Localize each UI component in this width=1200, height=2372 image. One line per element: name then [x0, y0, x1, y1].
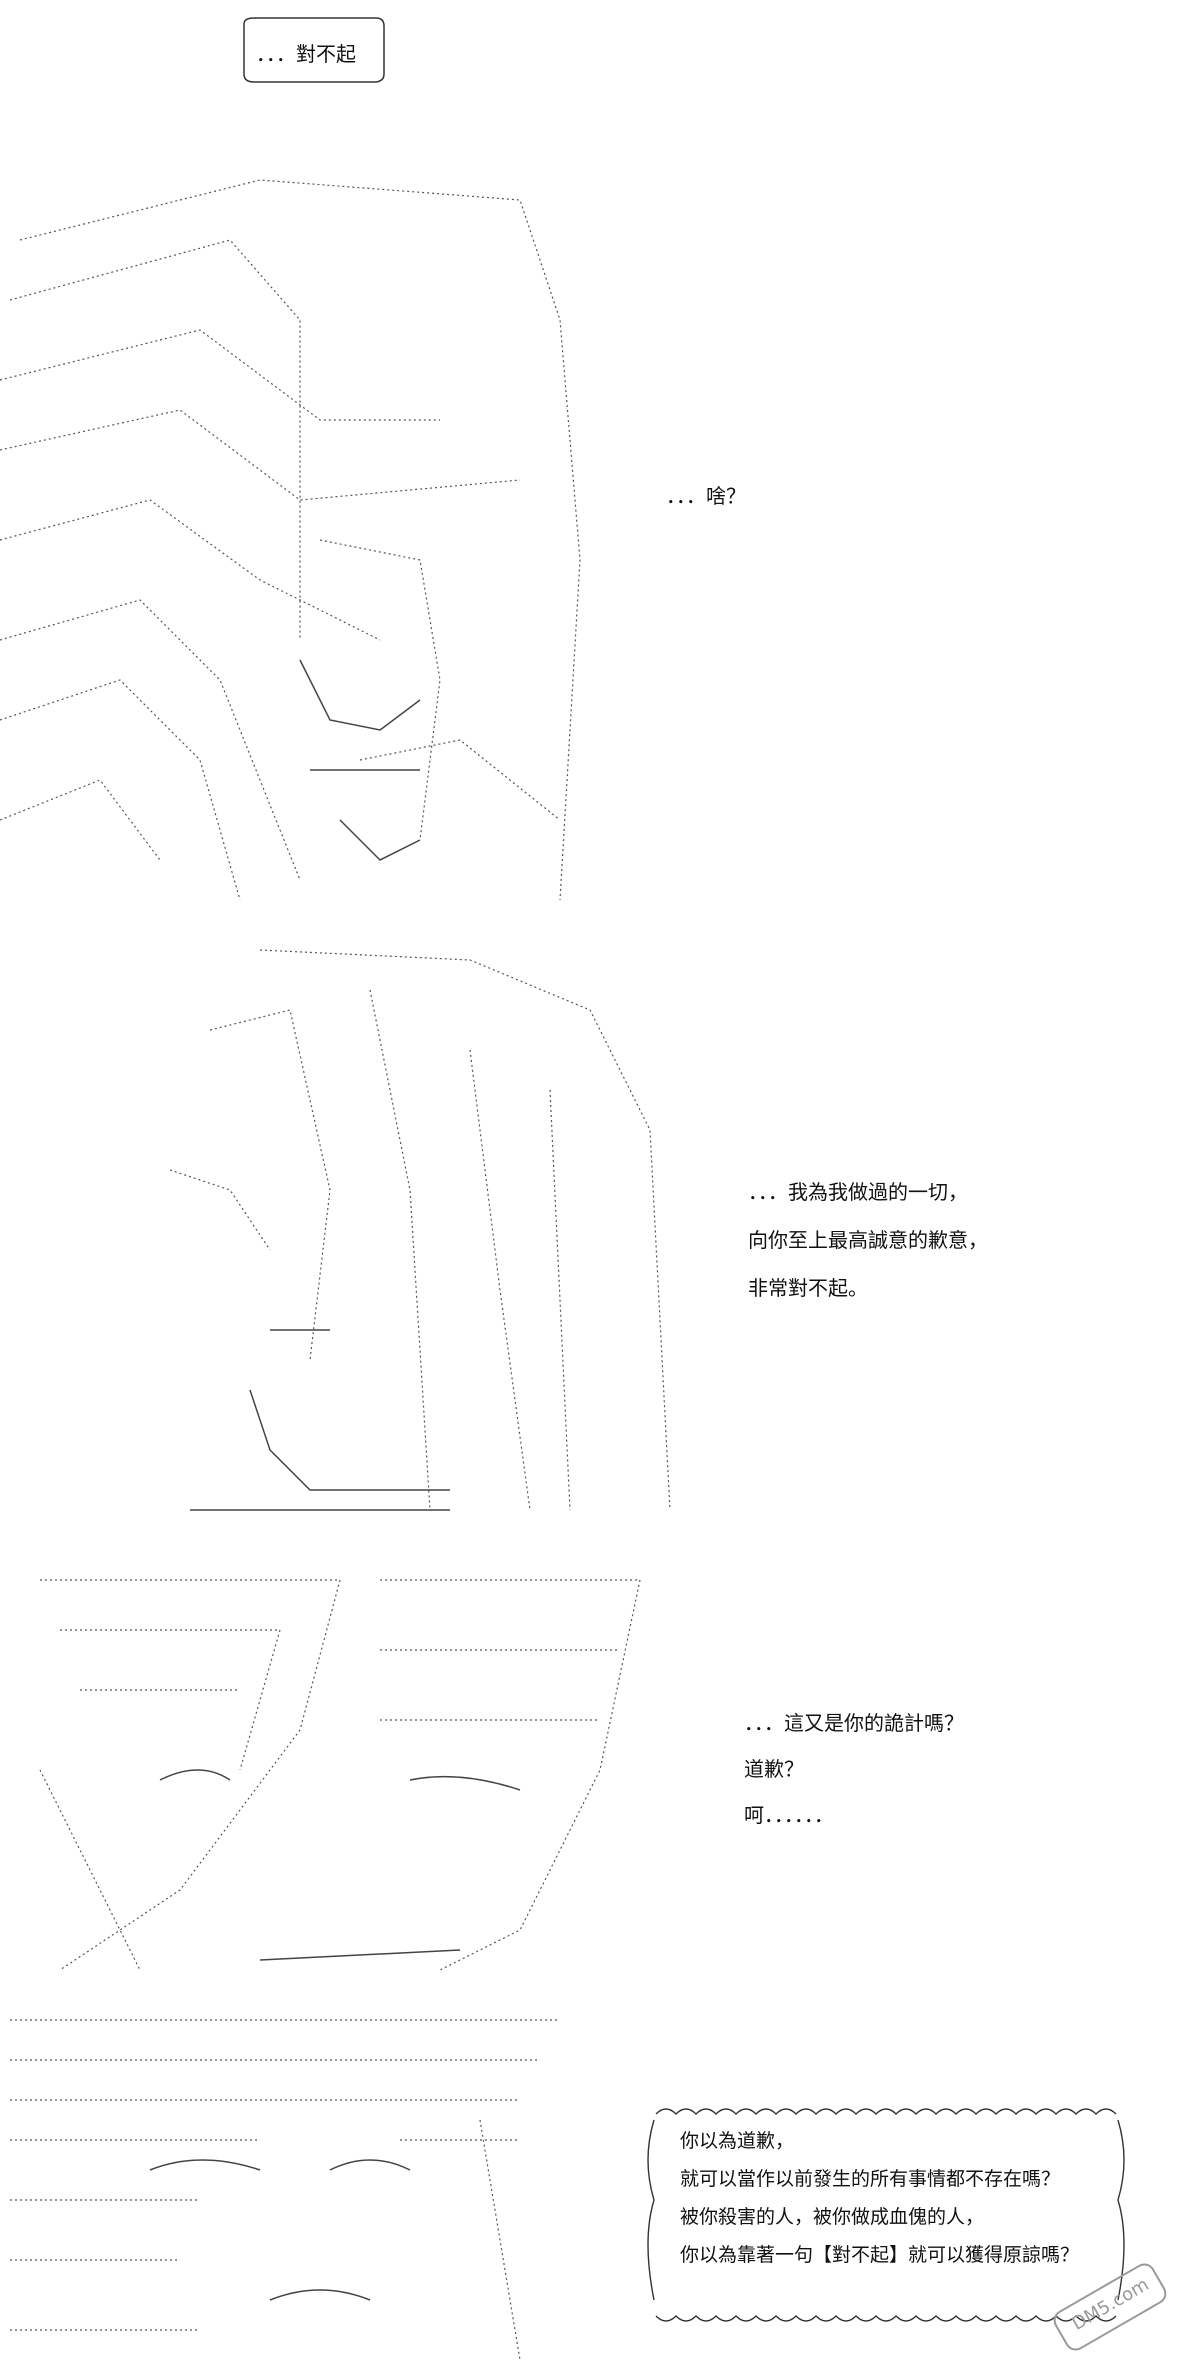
panel-3-line: 道歉？ [744, 1757, 804, 1781]
panel-4-line: 就可以當作以前發生的所有事情都不存在嗎？ [680, 2168, 1061, 2190]
panel-3-line: ．．．這又是你的詭計嗎？ [744, 1711, 964, 1735]
panel-3-text: ．．．這又是你的詭計嗎？ 道歉？ 呵．．．．．． [744, 1700, 964, 1838]
panel-2-line: ．．．我為我做過的一切， [748, 1180, 968, 1204]
panel-4-line: 你以為道歉， [680, 2130, 795, 2152]
ascii-art-panel-1 [0, 120, 600, 910]
bubble-outline [243, 17, 385, 83]
panel-4-line: 被你殺害的人，被你做成血傀的人， [680, 2206, 985, 2228]
panel-2-text: ．．．我為我做過的一切， 向你至上最高誠意的歉意， 非常對不起。 [748, 1168, 988, 1312]
ascii-art-panel-3 [0, 1570, 700, 1990]
watermark-logo: DM5.com [1040, 2262, 1180, 2352]
panel-2-line: 非常對不起。 [748, 1276, 868, 1300]
panel-4-line: 你以為靠著一句【對不起】就可以獲得原諒嗎？ [680, 2244, 1080, 2266]
speech-bubble-bottom: 你以為道歉， 就可以當作以前發生的所有事情都不存在嗎？ 被你殺害的人，被你做成血… [636, 2100, 1136, 2330]
panel-2-line: 向你至上最高誠意的歉意， [748, 1228, 988, 1252]
panel-3-line: 呵．．．．．． [744, 1803, 834, 1827]
bubble-outline [647, 2108, 1125, 2322]
ascii-art-panel-2 [170, 930, 690, 1520]
speech-bubble-top: ．．．對不起 [236, 14, 390, 88]
ascii-art-panel-4 [0, 2000, 580, 2370]
panel-1-text: ．．．啥？ [666, 480, 746, 509]
bubble-top-text: ．．．對不起 [256, 42, 356, 66]
panel-4-text: 你以為道歉， 就可以當作以前發生的所有事情都不存在嗎？ 被你殺害的人，被你做成血… [680, 2122, 1079, 2274]
panel-1-line: ．．．啥？ [666, 484, 746, 508]
